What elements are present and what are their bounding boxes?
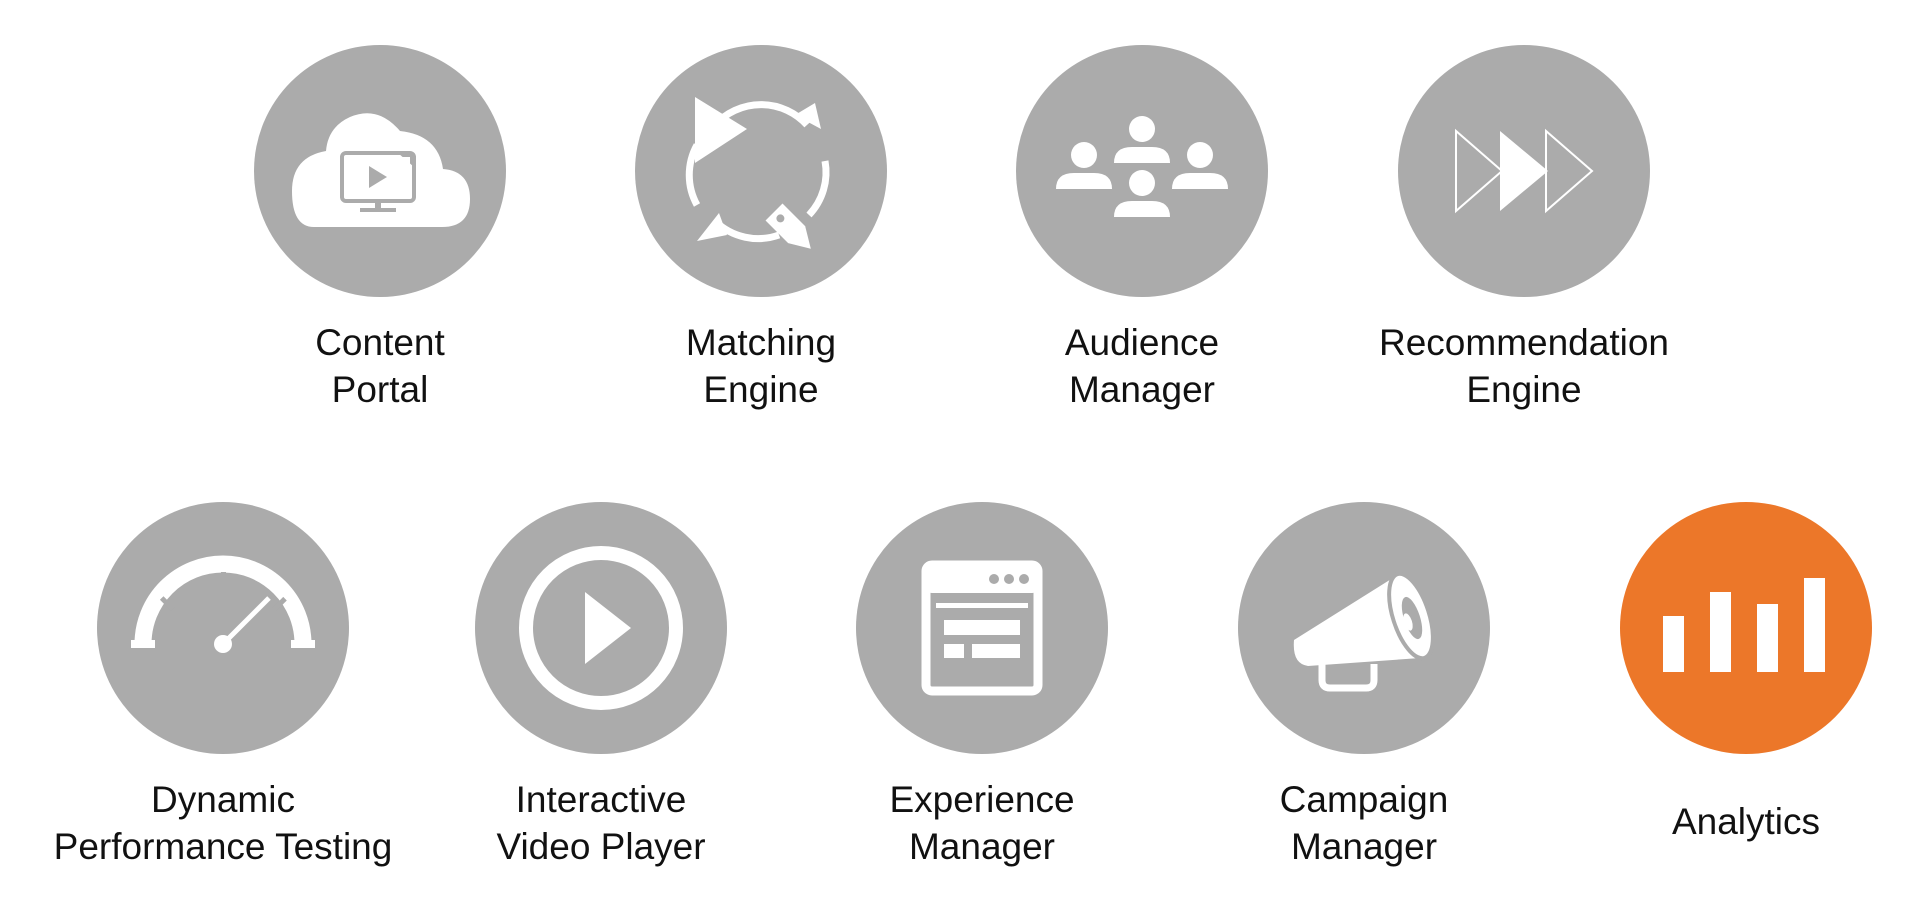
interactive-video-player-circle[interactable] (475, 502, 727, 754)
module-label-line: Recommendation (1379, 322, 1669, 363)
module-experience-manager[interactable]: Experience Manager (832, 502, 1132, 870)
module-campaign-manager[interactable]: Campaign Manager (1214, 502, 1514, 870)
audience-people-icon (1056, 116, 1228, 217)
module-matching-engine[interactable]: Matching Engine (611, 45, 911, 413)
dynamic-performance-testing-circle[interactable] (97, 502, 349, 754)
module-label-line: Portal (331, 369, 429, 410)
module-label-line: Manager (908, 826, 1055, 867)
module-label-line: Engine (703, 369, 819, 410)
module-label: Audience Manager (1065, 319, 1219, 413)
module-label-line: Audience (1064, 322, 1220, 363)
audience-manager-circle[interactable] (1016, 45, 1268, 297)
module-label: Matching Engine (686, 319, 836, 413)
module-audience-manager[interactable]: Audience Manager (992, 45, 1292, 413)
speedometer-icon (131, 555, 315, 653)
module-content-portal[interactable]: Content Portal (230, 45, 530, 413)
module-label-line: Performance Testing (53, 826, 393, 867)
campaign-manager-circle[interactable] (1238, 502, 1490, 754)
module-label-line: Dynamic (151, 779, 295, 820)
analytics-circle[interactable] (1620, 502, 1872, 754)
module-label-line: Manager (1068, 369, 1215, 410)
fast-forward-icon (1455, 128, 1594, 214)
content-portal-circle[interactable] (254, 45, 506, 297)
browser-window-icon (921, 560, 1043, 696)
module-interactive-video-player[interactable]: Interactive Video Player (451, 502, 751, 870)
cloud-video-icon (292, 113, 470, 227)
module-label: Content Portal (315, 319, 445, 413)
matching-engine-circle[interactable] (635, 45, 887, 297)
module-dynamic-performance-testing[interactable]: Dynamic Performance Testing (54, 502, 392, 870)
module-label-line: Video Player (496, 826, 706, 867)
module-label-line: Campaign (1279, 779, 1449, 820)
module-label-line: Interactive (515, 779, 687, 820)
module-label-line: Analytics (1671, 801, 1821, 842)
module-label-line: Matching (685, 322, 837, 363)
experience-manager-circle[interactable] (856, 502, 1108, 754)
module-label: Dynamic Performance Testing (54, 776, 393, 870)
bar-chart-icon (1663, 578, 1825, 672)
module-analytics[interactable]: Analytics (1596, 502, 1896, 845)
module-label: Interactive Video Player (496, 776, 705, 870)
module-label-line: Manager (1290, 826, 1438, 867)
recommendation-engine-circle[interactable] (1398, 45, 1650, 297)
module-label-line: Experience (889, 779, 1075, 820)
module-label: Recommendation Engine (1379, 319, 1669, 413)
module-label: Analytics (1672, 798, 1820, 845)
module-label: Campaign Manager (1280, 776, 1449, 870)
megaphone-icon (1293, 571, 1435, 692)
module-label-line: Content (315, 322, 445, 363)
module-label-line: Engine (1466, 369, 1582, 410)
play-circle-icon (519, 546, 683, 710)
module-recommendation-engine[interactable]: Recommendation Engine (1374, 45, 1674, 413)
module-label: Experience Manager (889, 776, 1074, 870)
matching-cycle-icon (685, 97, 830, 249)
